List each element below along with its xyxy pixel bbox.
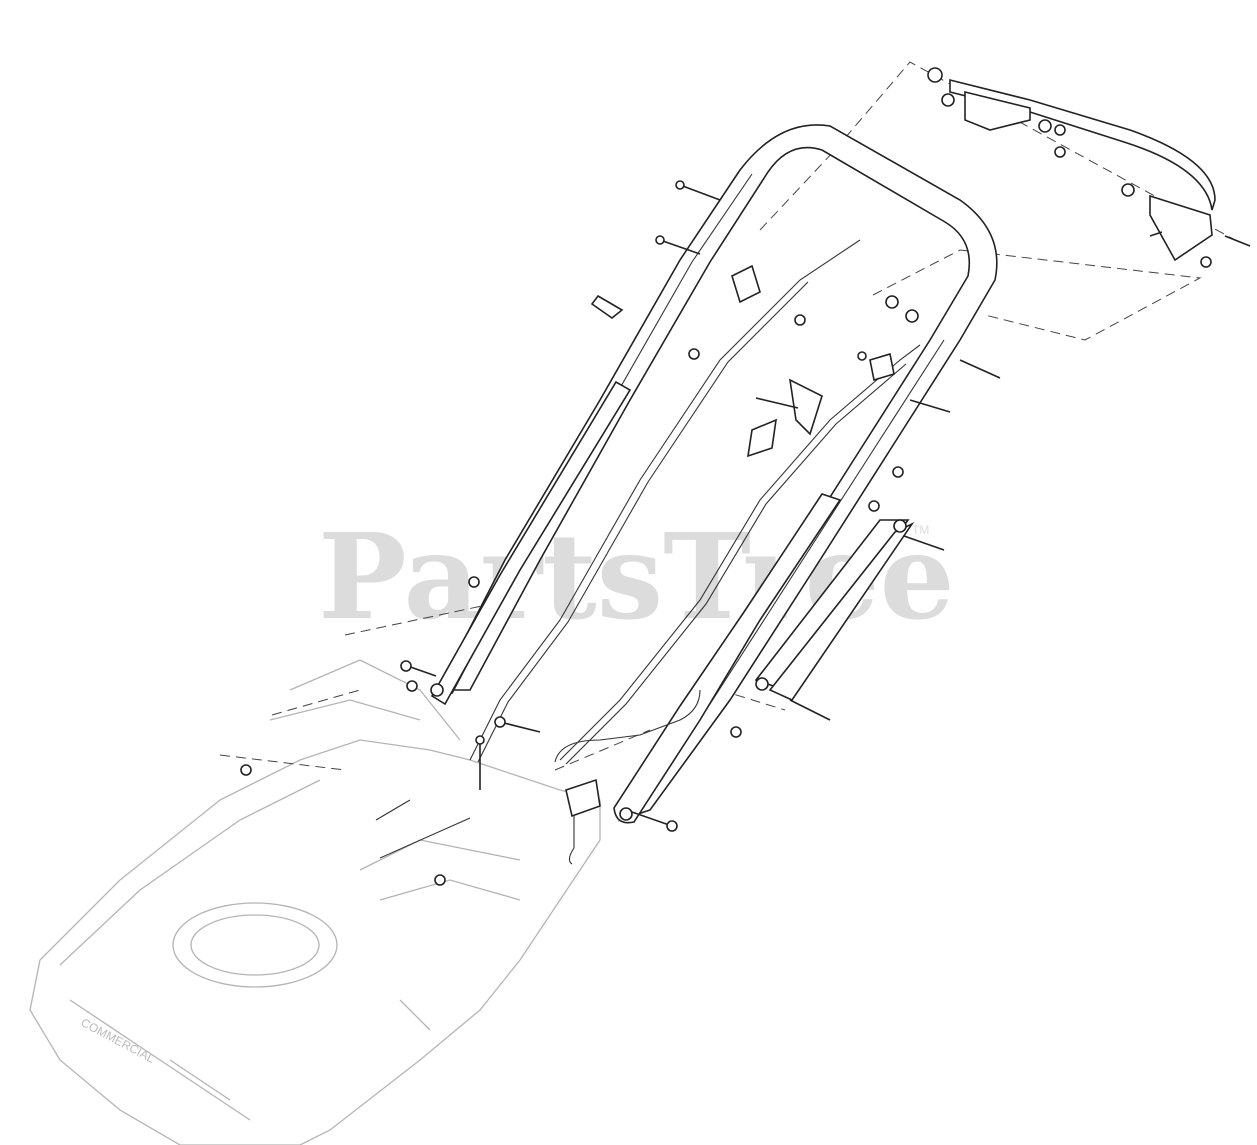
bail-assembly — [927, 67, 1251, 268]
mower-deck: COMMERCIAL — [29, 659, 601, 1145]
handle-brace — [754, 519, 915, 702]
upper-handle — [436, 124, 998, 822]
watermark-trademark: TM — [912, 523, 929, 537]
hardware — [240, 180, 1001, 886]
lower-handle-left — [430, 380, 632, 706]
lower-handle-right — [613, 493, 842, 824]
control-cables — [469, 239, 921, 765]
assembly-guide-lines — [219, 61, 1236, 771]
deck-brand-label: COMMERCIAL — [79, 1015, 158, 1066]
